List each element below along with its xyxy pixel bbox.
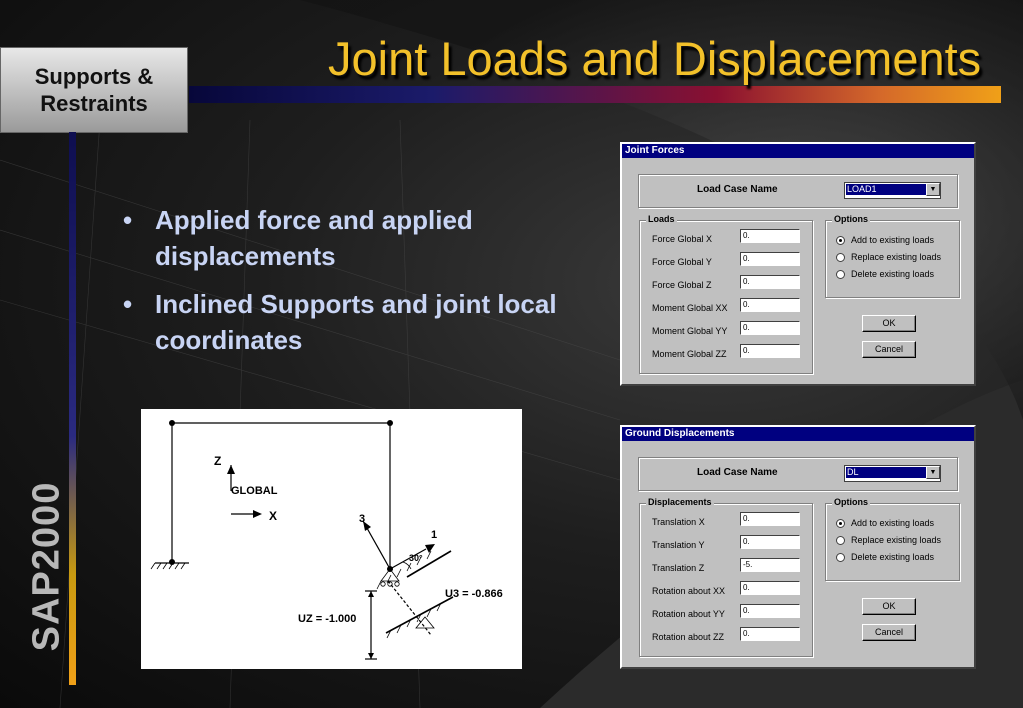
moment-global-xx-input[interactable]: [740, 298, 800, 312]
field-label: Translation Y: [652, 540, 705, 550]
bullet-item: Applied force and applied displacements: [118, 202, 588, 274]
field-label: Rotation about ZZ: [652, 632, 725, 642]
frame-members: [171, 422, 391, 569]
axis-x-label: X: [269, 509, 277, 523]
translation-z-input[interactable]: [740, 558, 800, 572]
local-axis-1-label: 1: [431, 529, 437, 541]
force-global-z-input[interactable]: [740, 275, 800, 289]
section-tag-line1: Supports &: [34, 64, 154, 89]
field-label: Rotation about XX: [652, 586, 726, 596]
option-label: Delete existing loads: [851, 269, 935, 279]
moment-global-yy-input[interactable]: [740, 321, 800, 335]
local-axis-3-label: 3: [359, 513, 365, 525]
option-label: Add to existing loads: [851, 235, 935, 245]
loads-group-title: Loads: [646, 214, 677, 224]
page-title: Joint Loads and Displacements: [328, 32, 982, 85]
ground-displacements-dialog: Ground Displacements Load Case Name DL ▼…: [620, 425, 976, 669]
uz-label: UZ = -1.000: [298, 613, 356, 625]
joint-forces-dialog: Joint Forces Load Case Name LOAD1 ▼ Load…: [620, 142, 976, 386]
radio-icon[interactable]: [836, 553, 845, 563]
load-case-row: Load Case Name LOAD1 ▼: [638, 174, 958, 208]
option-add[interactable]: Add to existing loads: [836, 235, 934, 249]
displacements-group-title: Displacements: [646, 497, 714, 507]
option-label: Replace existing loads: [851, 252, 942, 262]
option-label: Add to existing loads: [851, 518, 935, 528]
field-label: Translation Z: [652, 563, 705, 573]
rotation-xx-input[interactable]: [740, 581, 800, 595]
field-label: Force Global X: [652, 234, 713, 244]
options-group: Options Add to existing loads Replace ex…: [825, 497, 960, 581]
translation-y-input[interactable]: [740, 535, 800, 549]
bullet-list: Applied force and applied displacements …: [118, 202, 588, 370]
dialog-title: Joint Forces: [622, 144, 974, 158]
options-group-title: Options: [832, 497, 870, 507]
sap2000-side-label: SAP2000: [25, 481, 68, 652]
chevron-down-icon[interactable]: ▼: [926, 183, 940, 196]
load-case-row: Load Case Name DL ▼: [638, 457, 958, 491]
section-tag: Supports & Restraints: [0, 47, 188, 133]
option-label: Delete existing loads: [851, 552, 935, 562]
force-global-y-input[interactable]: [740, 252, 800, 266]
loads-group: Loads Force Global X Force Global Y Forc…: [639, 214, 813, 374]
field-label: Translation X: [652, 517, 705, 527]
field-label: Force Global Y: [652, 257, 712, 267]
global-label: GLOBAL: [231, 485, 278, 497]
bullet-item: Inclined Supports and joint local coordi…: [118, 286, 588, 358]
chevron-down-icon[interactable]: ▼: [926, 466, 940, 479]
cancel-button[interactable]: Cancel: [862, 341, 916, 358]
rotation-yy-input[interactable]: [740, 604, 800, 618]
option-delete[interactable]: Delete existing loads: [836, 552, 934, 566]
displacements-group: Displacements Translation X Translation …: [639, 497, 813, 657]
load-case-label: Load Case Name: [697, 467, 778, 478]
load-case-label: Load Case Name: [697, 184, 778, 195]
section-tag-line2: Restraints: [40, 91, 148, 116]
load-case-value: DL: [846, 467, 926, 478]
option-replace[interactable]: Replace existing loads: [836, 535, 941, 549]
field-label: Moment Global XX: [652, 303, 728, 313]
force-global-x-input[interactable]: [740, 229, 800, 243]
u3-label: U3 = -0.866: [445, 588, 503, 600]
moment-global-zz-input[interactable]: [740, 344, 800, 358]
options-group: Options Add to existing loads Replace ex…: [825, 214, 960, 298]
support-diagram: Z GLOBAL X 3 1 30° U3 = -0.866 UZ = -1.0…: [141, 409, 522, 669]
radio-icon[interactable]: [836, 253, 845, 263]
load-case-select[interactable]: LOAD1 ▼: [844, 182, 941, 199]
field-label: Moment Global ZZ: [652, 349, 727, 359]
title-underline-bar: [189, 86, 1001, 103]
angle-label: 30°: [409, 553, 423, 563]
ok-button[interactable]: OK: [862, 315, 916, 332]
vertical-accent-bar: [69, 132, 76, 685]
radio-selected-icon[interactable]: [836, 519, 845, 529]
load-case-select[interactable]: DL ▼: [844, 465, 941, 482]
option-add[interactable]: Add to existing loads: [836, 518, 934, 532]
option-label: Replace existing loads: [851, 535, 942, 545]
option-delete[interactable]: Delete existing loads: [836, 269, 934, 283]
options-group-title: Options: [832, 214, 870, 224]
axis-z-label: Z: [214, 454, 221, 468]
field-label: Moment Global YY: [652, 326, 728, 336]
translation-x-input[interactable]: [740, 512, 800, 526]
radio-icon[interactable]: [836, 270, 845, 280]
rotation-zz-input[interactable]: [740, 627, 800, 641]
cancel-button[interactable]: Cancel: [862, 624, 916, 641]
frame-diagram-svg: Z GLOBAL X 3 1 30° U3 = -0.866 UZ = -1.0…: [150, 420, 503, 660]
field-label: Rotation about YY: [652, 609, 725, 619]
radio-selected-icon[interactable]: [836, 236, 845, 246]
ok-button[interactable]: OK: [862, 598, 916, 615]
field-label: Force Global Z: [652, 280, 712, 290]
radio-icon[interactable]: [836, 536, 845, 546]
dialog-title: Ground Displacements: [622, 427, 974, 441]
option-replace[interactable]: Replace existing loads: [836, 252, 941, 266]
load-case-value: LOAD1: [846, 184, 926, 195]
